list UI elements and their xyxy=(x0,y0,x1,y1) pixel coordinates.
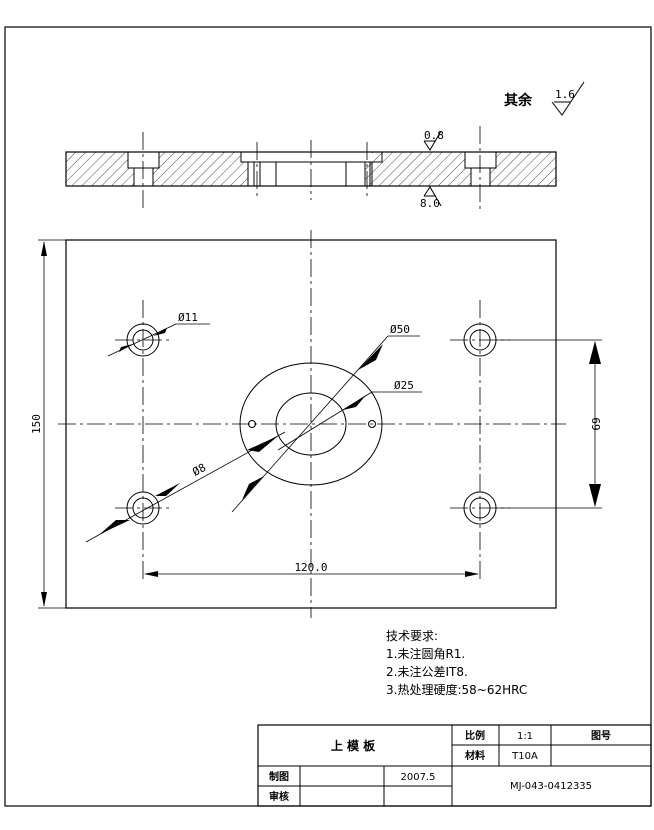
roughness-symbol xyxy=(551,81,585,116)
part-name: 上 模 板 xyxy=(331,738,376,753)
scale-value: 1:1 xyxy=(517,731,533,742)
checked-label: 审核 xyxy=(269,790,289,803)
technical-requirements: 技术要求: 1.未注圆角R1. 2.未注公差IT8. 3.热处理硬度:58~62… xyxy=(386,629,527,697)
dim-height-label: 150 xyxy=(30,414,43,434)
section-roughness-top: 0.8 xyxy=(424,129,444,142)
requirements-heading: 技术要求: xyxy=(386,629,438,643)
dim-bore-outer-label: Ø50 xyxy=(390,323,410,336)
material-value: T10A xyxy=(511,751,538,762)
bore-outer-circle xyxy=(239,362,383,486)
roughness-note-value: 1.6 xyxy=(555,88,575,101)
sheet-border xyxy=(4,26,652,807)
requirement-item-2: 2.未注公差IT8. xyxy=(386,664,468,679)
corner-hole-top-left xyxy=(126,323,160,357)
bore-inner-circle xyxy=(275,392,347,456)
dim-hole-small: Ø11 xyxy=(107,311,210,357)
dim-hole-pitch-horizontal: 120.0 xyxy=(144,561,479,577)
drawing-no-label: 图号 xyxy=(591,730,611,742)
scale-label: 比例 xyxy=(465,729,485,742)
material-label: 材料 xyxy=(465,749,485,762)
corner-hole-bottom-left xyxy=(126,491,160,525)
drawn-label: 制图 xyxy=(269,770,289,783)
plan-view: Ø11 Ø50 Ø25 Ø8 xyxy=(30,230,602,618)
section-view: 0.8 8.0 xyxy=(65,126,557,212)
drawing-date: 2007.5 xyxy=(401,772,436,783)
dim-hole-small-label: Ø11 xyxy=(178,311,198,324)
dim-hole-pitch-horizontal-label: 120.0 xyxy=(294,561,327,574)
dim-bore-outer: Ø50 xyxy=(231,323,420,513)
title-block: 上 模 板 比例 1:1 图号 材料 T10A 制图 2007.5 审核 MJ-… xyxy=(257,724,652,807)
roughness-note-label: 其余 xyxy=(504,92,533,109)
dim-bore-inner: Ø25 xyxy=(277,379,422,451)
section-roughness-bottom: 8.0 xyxy=(420,197,440,210)
pin-hole-left xyxy=(248,420,256,428)
requirement-item-3: 3.热处理硬度:58~62HRC xyxy=(386,682,527,697)
dim-hole-pitch-vertical-label: 69 xyxy=(589,417,602,430)
dim-height: 150 xyxy=(30,239,66,609)
general-roughness-note: 其余 1.6 xyxy=(504,81,585,116)
dim-hole-pitch-vertical: 69 xyxy=(496,339,602,509)
dim-pin-hole-label: Ø8 xyxy=(190,461,208,479)
drawing-number: MJ-043-0412335 xyxy=(510,781,592,792)
dim-pin-hole: Ø8 xyxy=(85,431,286,543)
pin-hole-right xyxy=(368,420,376,428)
dim-bore-inner-label: Ø25 xyxy=(394,379,414,392)
requirement-item-1: 1.未注圆角R1. xyxy=(386,646,465,661)
